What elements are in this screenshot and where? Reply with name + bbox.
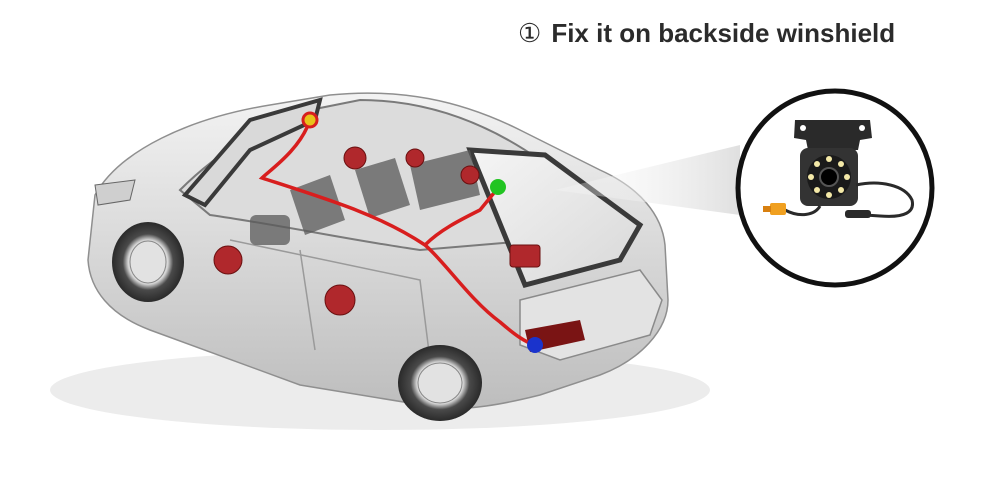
marker-front <box>301 111 319 129</box>
rear-wheel <box>398 345 482 421</box>
marker-rear <box>527 337 543 353</box>
camera-wire <box>258 118 537 347</box>
front-wheel <box>112 222 184 302</box>
speakers <box>213 146 541 316</box>
camera-callout <box>735 88 935 288</box>
step-text: Fix it on backside winshield <box>551 18 896 48</box>
callout-beam <box>555 145 740 215</box>
step-caption: ① Fix it on backside winshield <box>518 18 895 49</box>
marker-middle <box>490 179 506 195</box>
step-number: ① <box>518 18 542 48</box>
